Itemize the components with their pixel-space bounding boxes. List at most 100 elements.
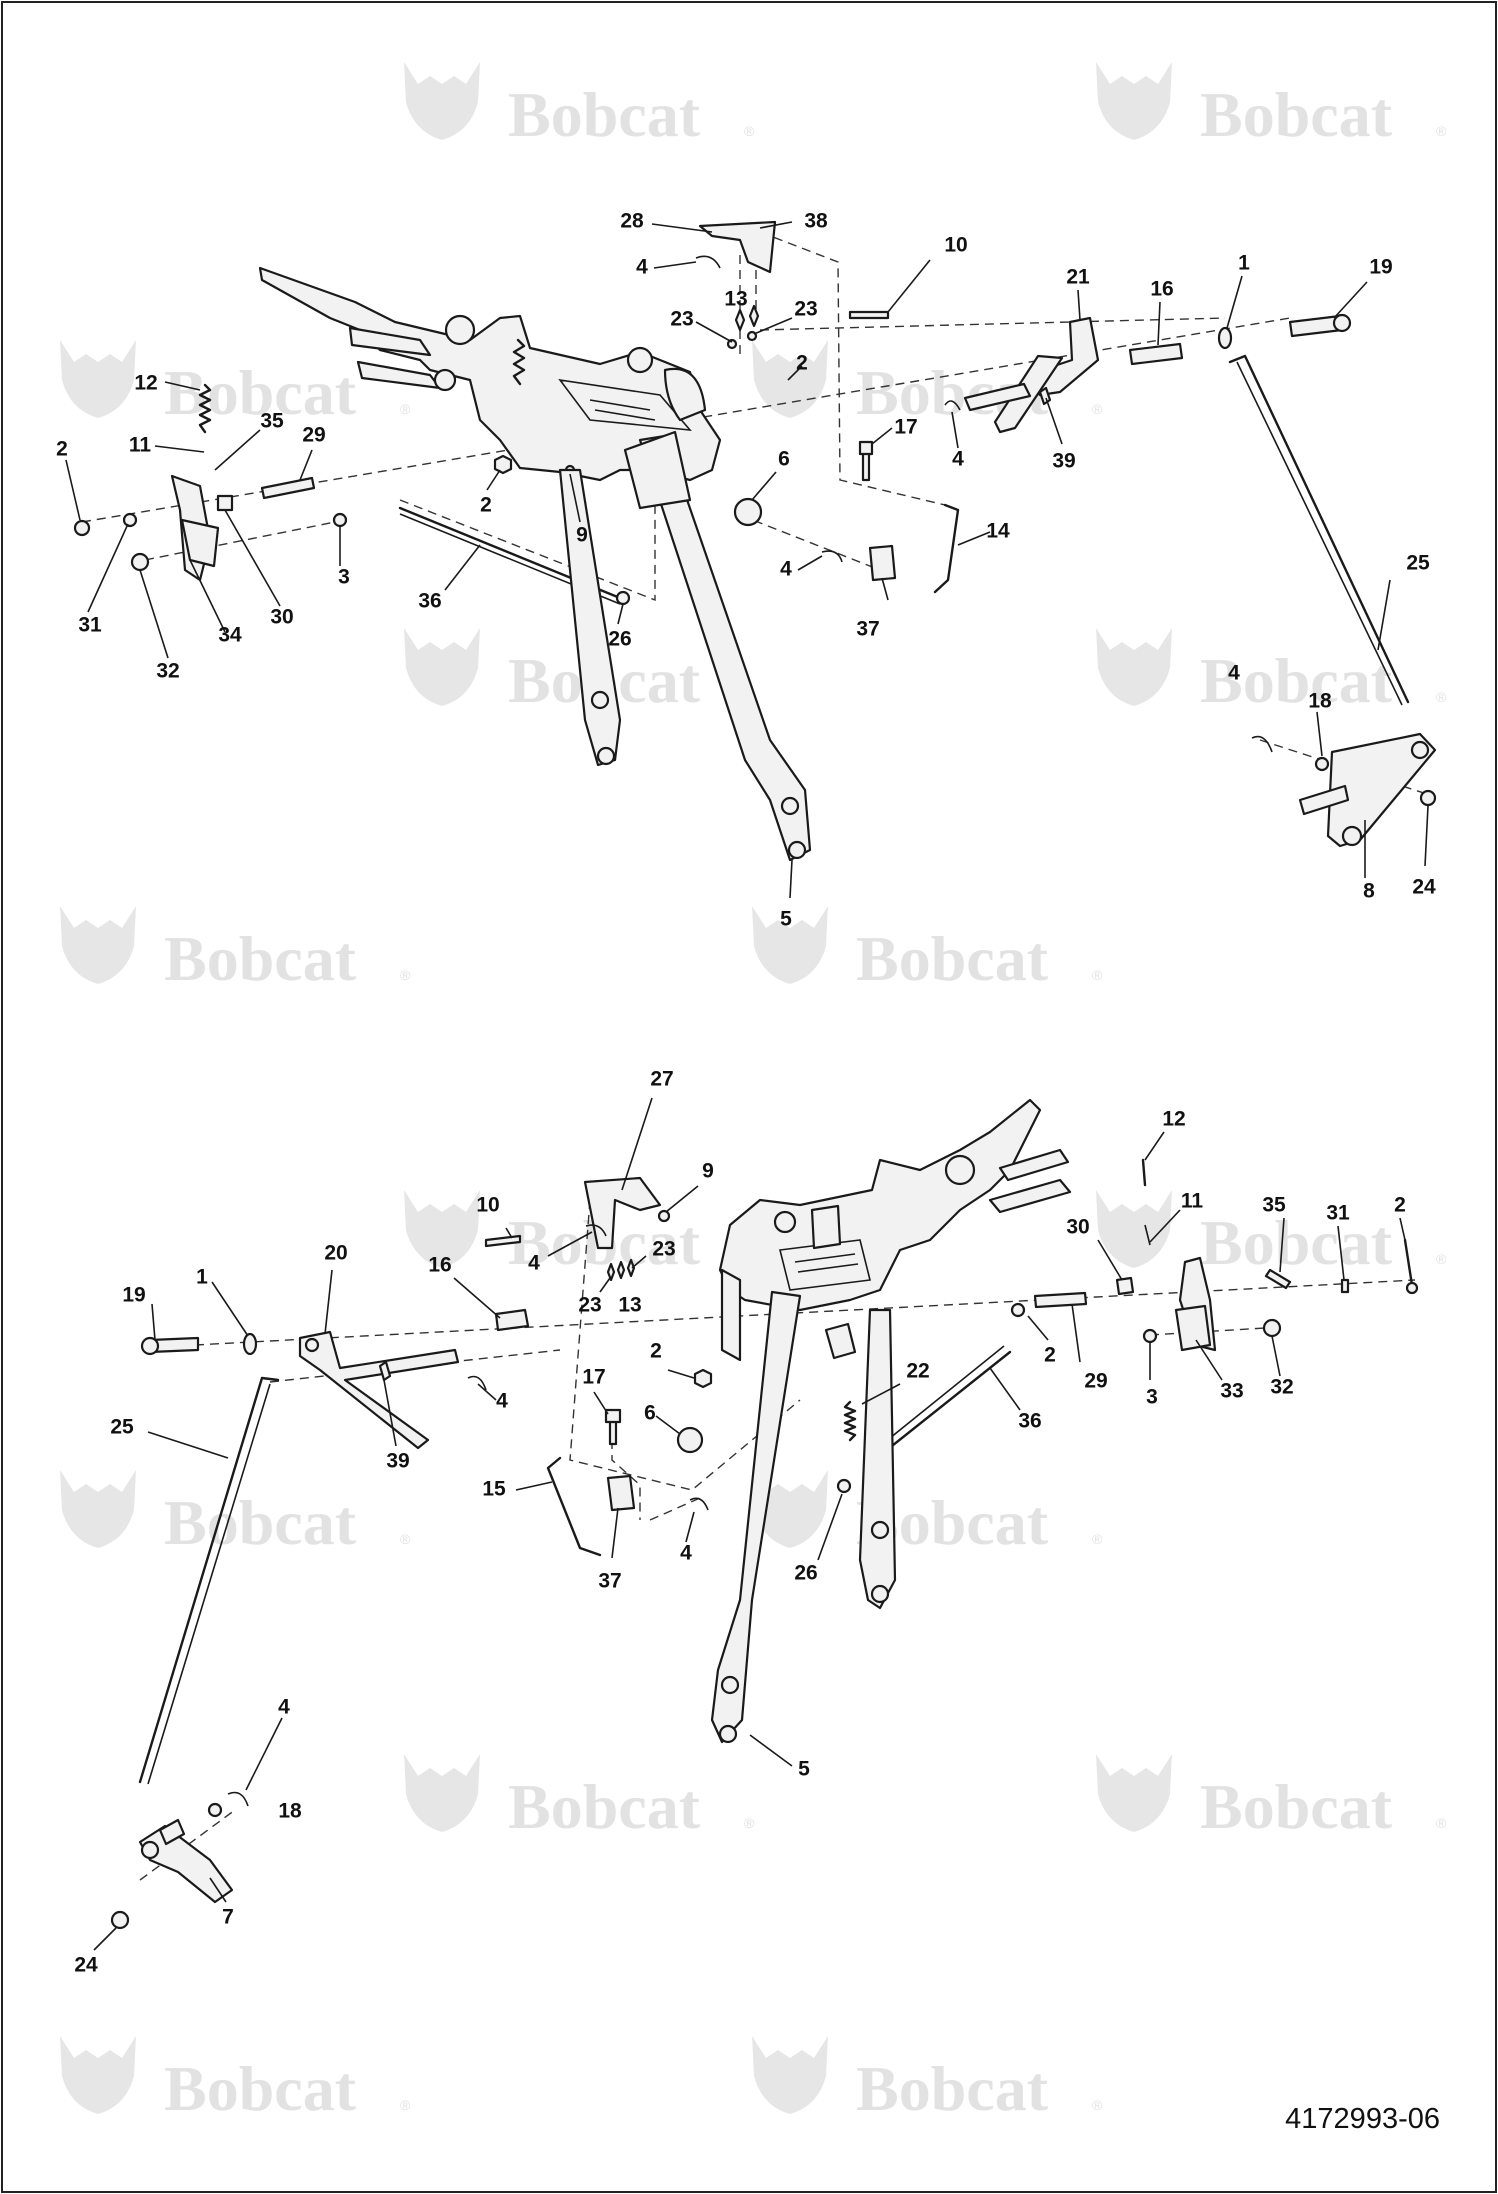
bushing-6 xyxy=(733,497,763,527)
leader-line xyxy=(224,509,281,607)
svg-text:Bobcat: Bobcat xyxy=(1200,645,1393,716)
leader-line xyxy=(245,1717,283,1791)
lock-nut-2 xyxy=(493,454,513,475)
rod-25 xyxy=(147,1383,271,1785)
callout-label: 17 xyxy=(894,416,917,439)
callout-label: 26 xyxy=(608,628,631,651)
frame-side xyxy=(720,1268,742,1362)
clip-4 xyxy=(821,550,843,563)
leader-line xyxy=(547,1231,593,1257)
leader-line xyxy=(817,1493,843,1561)
leader-line xyxy=(1424,805,1429,867)
callout-label: 12 xyxy=(134,372,157,395)
svg-text:Bobcat: Bobcat xyxy=(1200,1771,1393,1842)
callout-label: 12 xyxy=(1162,1108,1185,1131)
knob-boss xyxy=(810,1204,842,1250)
callout-label: 4 xyxy=(496,1390,508,1413)
callout-label: 2 xyxy=(56,438,68,461)
callout-label: 33 xyxy=(1220,1380,1243,1403)
callout-label: 4 xyxy=(636,256,648,279)
svg-text:®: ® xyxy=(1092,1531,1103,1547)
callout-label: 36 xyxy=(418,590,441,613)
svg-text:®: ® xyxy=(744,123,755,139)
link-arm-hole xyxy=(590,690,610,710)
lever-5 xyxy=(638,434,812,862)
callout-label: 4 xyxy=(680,1542,692,1565)
leader-line xyxy=(1027,1315,1049,1341)
callout-label: 13 xyxy=(618,1294,641,1317)
leader-line xyxy=(881,577,889,601)
bobcat-watermark: Bobcat® xyxy=(752,1470,1103,1558)
rod-25 xyxy=(138,1376,280,1784)
bolt-17 xyxy=(858,440,874,482)
clip-4 xyxy=(467,1375,487,1391)
callout-label: 23 xyxy=(578,1294,601,1317)
clip-11 xyxy=(1144,1224,1151,1246)
leader-line xyxy=(87,523,129,613)
nut-24 xyxy=(110,1910,130,1930)
leader-line xyxy=(655,1415,681,1435)
washer-9 xyxy=(657,1209,671,1223)
callout-label: 4 xyxy=(952,448,964,471)
callout-label: 4 xyxy=(528,1252,540,1275)
leader-line xyxy=(139,569,169,659)
leader-line xyxy=(695,321,733,343)
leader-line xyxy=(1271,1335,1281,1377)
svg-text:Bobcat: Bobcat xyxy=(856,923,1049,994)
upper-view: 28 38 4 13 23 23 10 21 16 1 19 12 35 29 … xyxy=(56,210,1437,931)
rod-25 xyxy=(1228,354,1410,704)
assembly-axis xyxy=(611,1410,641,1520)
svg-text:®: ® xyxy=(1092,967,1103,983)
callout-label: 36 xyxy=(1018,1410,1041,1433)
callout-label: 4 xyxy=(1228,662,1240,685)
bushing-6 xyxy=(676,1426,704,1454)
leader-line xyxy=(871,427,893,445)
callout-label: 5 xyxy=(780,908,792,931)
assembly-axis xyxy=(144,519,346,561)
leader-line xyxy=(861,1383,901,1405)
svg-text:Bobcat: Bobcat xyxy=(164,923,357,994)
lever-5 xyxy=(710,1290,802,1744)
leader-line xyxy=(887,259,931,313)
rod-14 xyxy=(933,503,960,594)
callout-label: 24 xyxy=(74,1954,98,1977)
leader-line xyxy=(453,1277,501,1319)
nut-2 xyxy=(1010,1302,1026,1318)
assembly-axis xyxy=(759,317,1226,331)
hand-grip xyxy=(348,326,432,357)
leader-line xyxy=(593,1391,609,1415)
watermark-layer: Bobcat® Bobcat® Bobcat® Bobcat® Bobcat® … xyxy=(60,62,1447,2124)
sleeve-16 xyxy=(494,1308,530,1332)
leader-line xyxy=(1097,1239,1123,1281)
washer-1 xyxy=(1217,326,1233,350)
leader-line xyxy=(324,1269,333,1335)
leader-line xyxy=(1337,1225,1345,1281)
lever-bracket xyxy=(623,430,692,510)
lever-5-hole xyxy=(718,1724,738,1744)
bobcat-watermark: Bobcat® xyxy=(60,2036,411,2124)
svg-text:Bobcat: Bobcat xyxy=(1200,1207,1393,1278)
assembly-axis xyxy=(569,1199,801,1491)
link-arm-hole xyxy=(870,1584,890,1604)
washer-31 xyxy=(122,512,138,528)
callout-label: 22 xyxy=(906,1360,929,1383)
assembly-axis xyxy=(1149,1327,1266,1336)
leader-line xyxy=(665,1185,699,1213)
bolt-19-head xyxy=(140,1336,160,1356)
svg-text:®: ® xyxy=(400,2097,411,2113)
clip-4 xyxy=(227,1791,249,1807)
assembly-axis xyxy=(194,1279,1416,1346)
link-arm-hole xyxy=(596,746,616,766)
leader-line xyxy=(151,1303,156,1341)
callout-label: 19 xyxy=(1369,256,1392,279)
clip-4 xyxy=(944,400,961,411)
rod-25 xyxy=(1236,361,1403,706)
lever-5-hole xyxy=(720,1675,740,1695)
callout-label: 2 xyxy=(480,494,492,517)
leader-line xyxy=(621,1097,653,1191)
leader-line xyxy=(1377,579,1391,651)
svg-text:Bobcat: Bobcat xyxy=(508,1771,701,1842)
callout-label: 37 xyxy=(598,1570,621,1593)
washer-1 xyxy=(242,1332,258,1356)
